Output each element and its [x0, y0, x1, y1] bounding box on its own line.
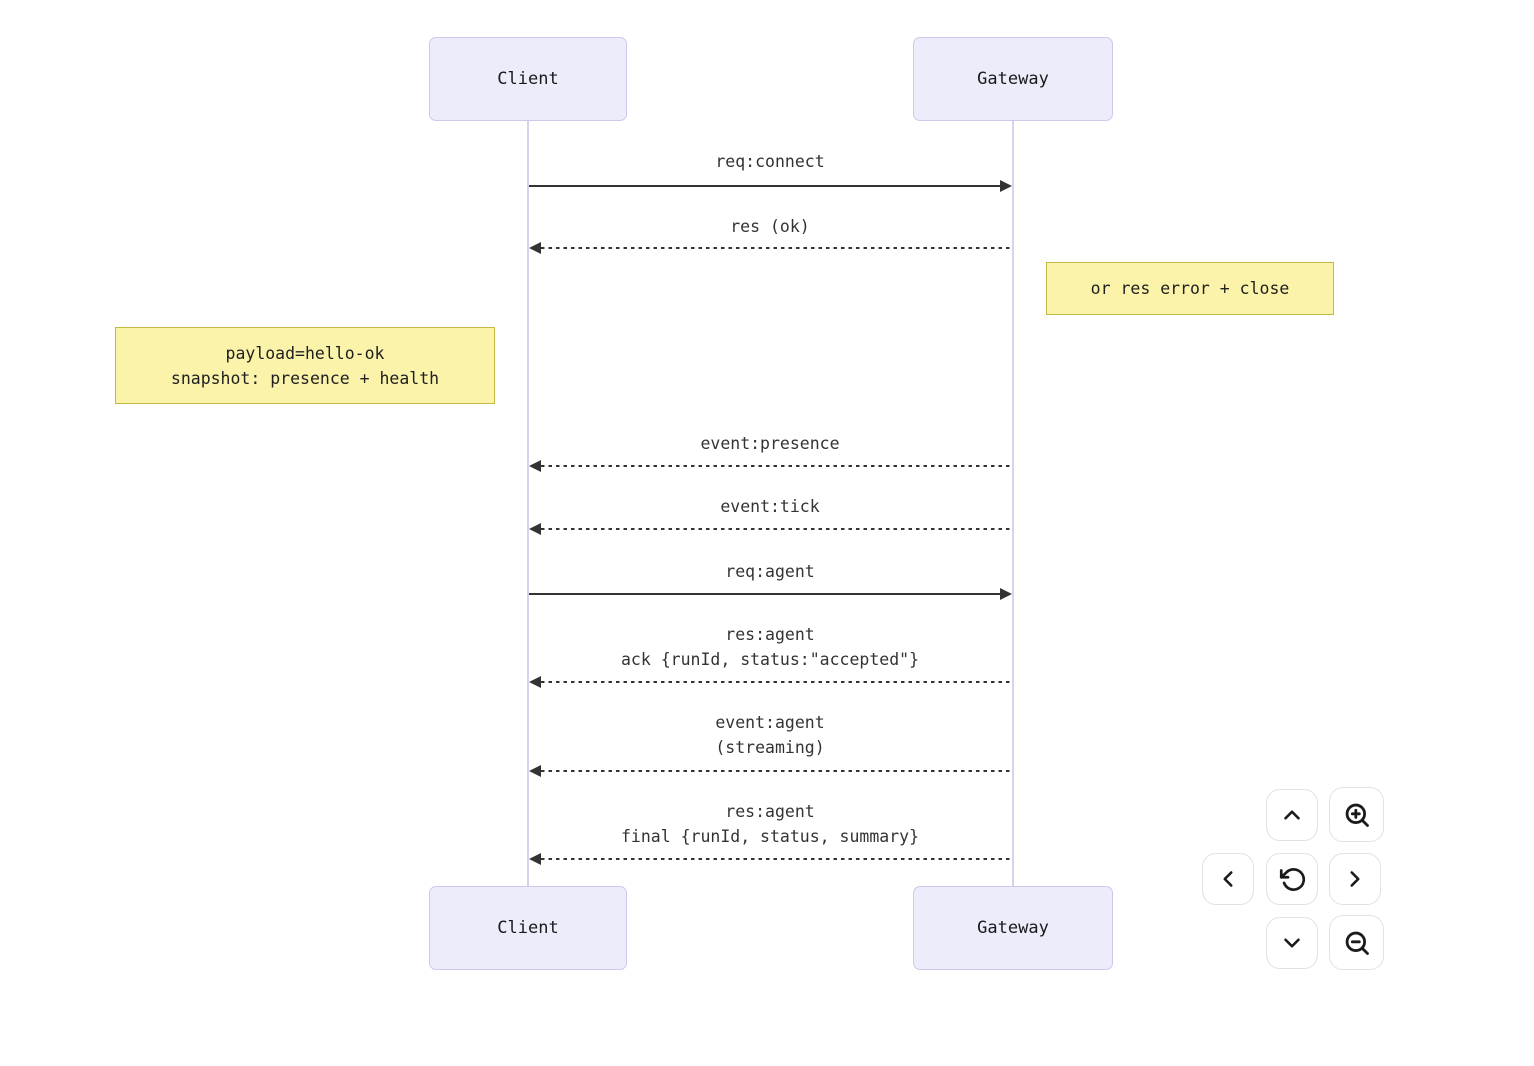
message-line [541, 858, 1012, 860]
lifeline-gateway [1012, 121, 1014, 886]
arrowhead-left [529, 242, 541, 254]
arrowhead-left [529, 765, 541, 777]
message-label: req:connect [715, 152, 825, 171]
chevron-up-icon [1284, 810, 1300, 820]
arrowhead-left [529, 523, 541, 535]
actor-gateway-bottom: Gateway [913, 886, 1113, 970]
message-line [529, 593, 1001, 595]
chevron-left-icon [1223, 871, 1233, 887]
message-line [529, 185, 1001, 187]
actor-gateway-top: Gateway [913, 37, 1113, 121]
message-label: res:agent final {runId, status, summary} [529, 799, 1011, 849]
note-text: payload=hello-ok [225, 343, 385, 363]
chevron-down-icon [1284, 938, 1300, 948]
message-label: event:tick [720, 497, 820, 516]
magnifier-plus-icon [1345, 803, 1369, 827]
actor-client-bottom: Client [429, 886, 627, 970]
arrowhead-left [529, 853, 541, 865]
message-line-1: res:agent [725, 802, 815, 821]
note-text: or res error + close [1090, 279, 1290, 298]
pan-right-button[interactable] [1329, 853, 1381, 905]
actor-label: Gateway [977, 69, 1049, 89]
message-line-2: (streaming) [715, 738, 825, 757]
actor-label: Gateway [977, 918, 1049, 938]
rotate-ccw-icon [1279, 867, 1305, 891]
actor-label: Client [497, 69, 559, 89]
note-text: snapshot: presence + health [170, 368, 440, 388]
message-label: req:agent [725, 562, 815, 581]
actor-label: Client [497, 918, 559, 938]
pan-left-button[interactable] [1202, 853, 1254, 905]
message-line-1: event:agent [715, 713, 825, 732]
arrowhead-right [1000, 180, 1012, 192]
arrowhead-left [529, 676, 541, 688]
message-line [541, 528, 1012, 530]
pan-down-button[interactable] [1266, 917, 1318, 969]
message-label: event:agent (streaming) [529, 710, 1011, 760]
message-label: res (ok) [730, 217, 810, 236]
message-label: event:presence [700, 434, 840, 453]
message-line-2: final {runId, status, summary} [620, 827, 919, 846]
arrowhead-left [529, 460, 541, 472]
message-line-2: ack {runId, status:"accepted"} [620, 650, 919, 669]
message-label: res:agent ack {runId, status:"accepted"} [529, 622, 1011, 672]
reset-view-button[interactable] [1266, 853, 1318, 905]
message-line [541, 681, 1012, 683]
message-line [541, 770, 1012, 772]
message-line [541, 247, 1012, 249]
message-line [541, 465, 1012, 467]
lifeline-client [527, 121, 529, 886]
actor-client-top: Client [429, 37, 627, 121]
zoom-out-button[interactable] [1329, 915, 1384, 970]
pan-up-button[interactable] [1266, 789, 1318, 841]
chevron-right-icon [1350, 871, 1360, 887]
arrowhead-right [1000, 588, 1012, 600]
message-line-1: res:agent [725, 625, 815, 644]
note-right-of-gateway: or res error + close [1046, 262, 1334, 315]
magnifier-minus-icon [1345, 931, 1369, 955]
zoom-in-button[interactable] [1329, 787, 1384, 842]
note-left-of-client: payload=hello-ok snapshot: presence + he… [115, 327, 495, 404]
